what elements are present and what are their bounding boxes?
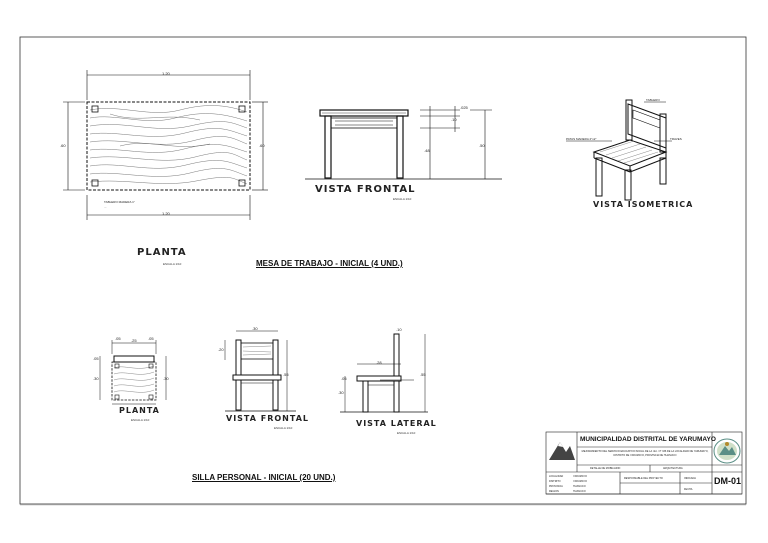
designer-label: RESPONSABLE DEL PROYECTO	[624, 477, 663, 480]
date-label: FECHA	[684, 488, 693, 491]
table-apron	[330, 117, 398, 129]
chair-side-title: VISTA LATERAL	[356, 419, 437, 428]
plan-dimension-lines	[63, 70, 268, 220]
dim-front-leg: .48	[424, 148, 430, 153]
table-front-view	[305, 106, 502, 180]
chair-front-view	[224, 330, 296, 412]
chair-front-title: VISTA FRONTAL	[226, 414, 309, 423]
dim-plan-width-bottom: 1.20	[162, 211, 170, 216]
scale-value: INDICADA	[684, 477, 696, 480]
dim-chair-plan-a: .05	[115, 336, 121, 341]
dim-chair-side-h: .55	[420, 372, 426, 377]
chair-plan-title: PLANTA	[119, 406, 160, 415]
dim-plan-depth-left: .60	[60, 143, 66, 148]
dim-plan-width-top: 1.20	[162, 71, 170, 76]
chair-side-view	[340, 333, 428, 413]
plan-label: DETALLE DE MOBILIARIO	[590, 467, 621, 470]
dim-chair-front-back: .20	[218, 347, 224, 352]
dim-front-total: .50	[479, 143, 485, 148]
table-plan-title: PLANTA	[137, 247, 187, 258]
chair-front-scale: ESCALA 1/10	[274, 426, 293, 430]
title-block	[545, 431, 743, 495]
dim-chair-plan-f: .05	[93, 356, 99, 361]
tb-row-label-1: DISTRITO	[549, 480, 561, 483]
table-front-title: VISTA FRONTAL	[315, 184, 416, 195]
table-heading: MESA DE TRABAJO - INICIAL (4 UND.)	[256, 259, 403, 268]
project-description: MEJORAMIENTO DEL SERVICIO EDUCATIVO INIC…	[581, 450, 709, 457]
dim-chair-front-w: .30	[252, 326, 258, 331]
iso-note-right: TRAVES	[670, 137, 682, 141]
table-plan-scale: ESCALA 1/10	[163, 262, 182, 266]
table-front-scale: ESCALA 1/10	[393, 197, 412, 201]
chair-heading: SILLA PERSONAL - INICIAL (20 UND.)	[192, 473, 336, 482]
tb-row-value-1: YARUMAYO	[573, 480, 587, 483]
dim-chair-plan-d: .30	[93, 376, 99, 381]
municipality-name: MUNICIPALIDAD DISTRITAL DE YARUMAYO	[580, 436, 716, 443]
chair-plan-view	[99, 340, 167, 405]
dim-front-top: .025	[460, 105, 468, 110]
front-dimension-lines	[420, 106, 492, 179]
plan-note-2: ...	[104, 205, 107, 209]
table-leg-left	[324, 115, 332, 179]
tb-row-label-0: LOCALIDAD	[549, 475, 564, 478]
dim-chair-plan-e: .30	[163, 376, 169, 381]
dim-chair-front-h: .55	[283, 372, 289, 377]
iso-note-left: PATAS MADERA 2"x2"	[566, 137, 597, 141]
table-leg-marks	[91, 105, 246, 187]
sheet-frame	[19, 36, 747, 505]
iso-title: VISTA ISOMETRICA	[593, 200, 694, 209]
dim-chair-plan-b: .25	[131, 338, 137, 343]
sheet-code: DM-01	[714, 476, 742, 486]
chair-side-scale: ESCALA 1/10	[397, 431, 416, 435]
tb-row-value-2: HUANUCO	[573, 485, 586, 488]
municipal-seal-logo	[713, 438, 741, 464]
mountain-logo	[549, 442, 575, 460]
iso-leg-back-right	[659, 157, 667, 185]
dim-chair-side-a: .05	[341, 376, 347, 381]
dim-plan-depth-right: .60	[259, 143, 265, 148]
tb-row-label-2: PROVINCIA	[549, 485, 563, 488]
dim-chair-side-leg: .30	[338, 390, 344, 395]
dim-chair-side-seat: .28	[376, 360, 382, 365]
table-leg-right	[396, 115, 404, 179]
dim-front-apron: .10	[451, 117, 457, 122]
iso-leg-front-right	[624, 169, 632, 201]
chair-plan-scale: ESCALA 1/10	[131, 418, 150, 422]
iso-note-top: TABLERO	[646, 98, 660, 102]
table-top-outline	[86, 101, 251, 191]
wood-grain	[89, 105, 248, 185]
chair-isometric-view	[566, 99, 672, 201]
iso-leg-front-left	[595, 157, 603, 197]
tb-row-value-0: YARUMAYO	[573, 475, 587, 478]
tb-row-value-3: HUANUCO	[573, 490, 586, 493]
plan-note: TABLERO MADERA 1"	[104, 200, 135, 204]
tb-row-label-3: REGION	[549, 490, 559, 493]
specialty-label: ARQUITECTURA	[663, 467, 683, 470]
table-plan-view	[63, 70, 268, 220]
dim-chair-plan-c: .05	[148, 336, 154, 341]
dim-chair-side-b: .10	[396, 327, 402, 332]
